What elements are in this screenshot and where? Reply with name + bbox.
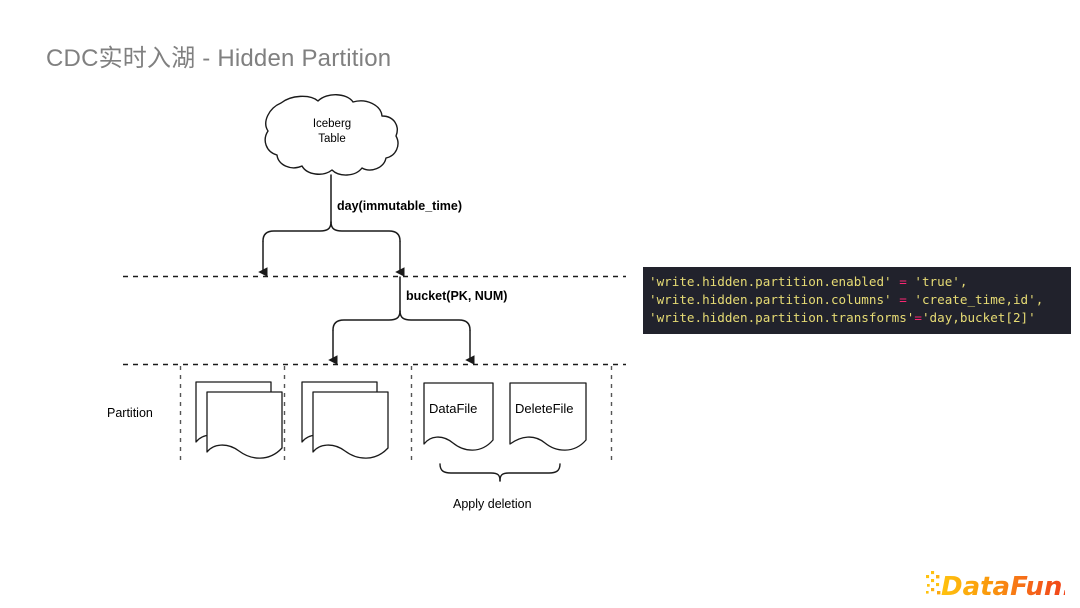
code-line-2: 'write.hidden.partition.columns' = 'crea… bbox=[643, 291, 1071, 309]
transform-label-bucket: bucket(PK, NUM) bbox=[406, 289, 508, 303]
deletefile-document bbox=[509, 382, 587, 451]
apply-deletion-label: Apply deletion bbox=[453, 497, 532, 511]
datafile-document bbox=[423, 382, 494, 451]
code-key-1: 'write.hidden.partition.enabled' bbox=[649, 274, 892, 289]
partition-1-documents bbox=[195, 381, 283, 459]
code-value-2: 'create_time,id', bbox=[914, 292, 1044, 307]
code-value-1: 'true', bbox=[914, 274, 968, 289]
datafile-label: DataFile bbox=[429, 401, 478, 416]
code-op-1: = bbox=[891, 274, 915, 289]
partition-row-label: Partition bbox=[107, 406, 153, 420]
code-value-3: 'day,bucket[2]' bbox=[921, 310, 1036, 325]
datafun-pixel-dots bbox=[926, 571, 941, 595]
code-snippet: 'write.hidden.partition.enabled' = 'true… bbox=[643, 267, 1071, 334]
deletefile-label: DeleteFile bbox=[515, 401, 574, 416]
transform-label-day: day(immutable_time) bbox=[337, 199, 463, 213]
transform-day-connector bbox=[262, 174, 401, 242]
code-op-3: = bbox=[914, 310, 922, 325]
transform-bucket-connector bbox=[332, 276, 471, 331]
code-key-3: 'write.hidden.partition.transforms' bbox=[649, 310, 915, 325]
code-key-2: 'write.hidden.partition.columns' bbox=[649, 292, 892, 307]
datafun-logo: DataFun. bbox=[926, 571, 1065, 602]
cloud-label: Iceberg Table bbox=[286, 117, 378, 147]
partition-dividers bbox=[179, 366, 613, 462]
cloud-label-line1: Iceberg bbox=[312, 118, 352, 130]
partition-2-documents bbox=[301, 381, 389, 459]
iceberg-table-cloud bbox=[264, 94, 399, 176]
apply-deletion-brace bbox=[439, 463, 561, 482]
code-line-3: 'write.hidden.partition.transforms'='day… bbox=[643, 309, 1071, 327]
page-title: CDC实时入湖 - Hidden Partition bbox=[46, 45, 392, 72]
code-op-2: = bbox=[891, 292, 915, 307]
code-line-1: 'write.hidden.partition.enabled' = 'true… bbox=[643, 273, 1071, 291]
cloud-label-line2: Table bbox=[318, 133, 346, 145]
datafun-wordmark: DataFun. bbox=[941, 572, 1065, 602]
